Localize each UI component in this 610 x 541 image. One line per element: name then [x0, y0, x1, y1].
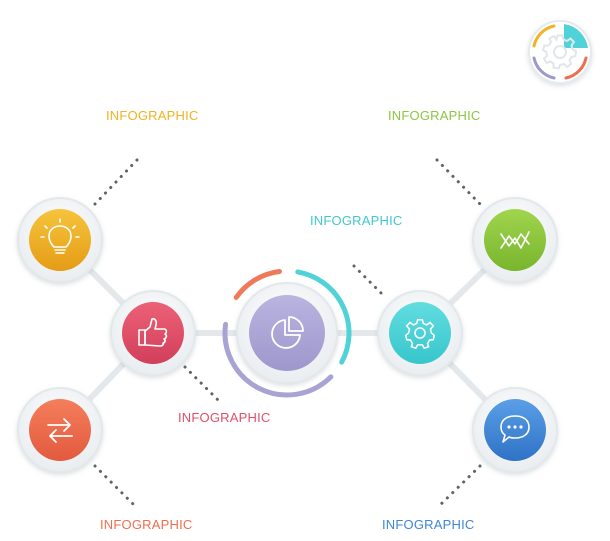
logo-arc-yellow [532, 24, 556, 48]
node-line-chart [472, 197, 558, 283]
gear-icon [541, 34, 578, 70]
center-arc-purple [222, 321, 334, 398]
node-gear [377, 290, 463, 376]
logo-gear-badge [528, 20, 592, 84]
center-arc-cyan [295, 269, 352, 365]
pie-chart-icon [271, 316, 304, 349]
label-center: INFOGRAPHIC [178, 410, 271, 425]
chat-bubble-icon [500, 415, 530, 443]
label-bottom-left: INFOGRAPHIC [100, 517, 193, 532]
node-lightbulb [17, 197, 103, 283]
gear-icon [404, 318, 436, 350]
label-top-right: INFOGRAPHIC [388, 108, 481, 123]
node-swap-arrows [17, 387, 103, 473]
logo-quarter-cyan [564, 24, 588, 48]
label-bottom-right: INFOGRAPHIC [382, 517, 475, 532]
thumbs-up-icon [138, 318, 168, 347]
leader-mid [352, 264, 388, 300]
leader-center [183, 365, 222, 404]
label-top-left: INFOGRAPHIC [106, 108, 199, 123]
node-chat [472, 387, 558, 473]
line-chart-icon [500, 231, 530, 249]
node-pie-center [236, 282, 338, 384]
logo-arc-orange [564, 56, 588, 80]
label-mid: INFOGRAPHIC [310, 213, 403, 228]
dotted-leaders [93, 158, 482, 510]
logo-arc-purple [532, 56, 556, 80]
center-arc-orange [233, 268, 282, 300]
swap-arrows-icon [47, 418, 73, 443]
leader-bottom-left [93, 464, 139, 510]
lightbulb-icon [40, 218, 80, 254]
leader-top-left [93, 158, 139, 206]
leader-bottom-right [435, 464, 482, 510]
node-thumbs-up [110, 290, 196, 376]
center-arcs [222, 268, 352, 398]
leader-top-right [435, 158, 482, 206]
